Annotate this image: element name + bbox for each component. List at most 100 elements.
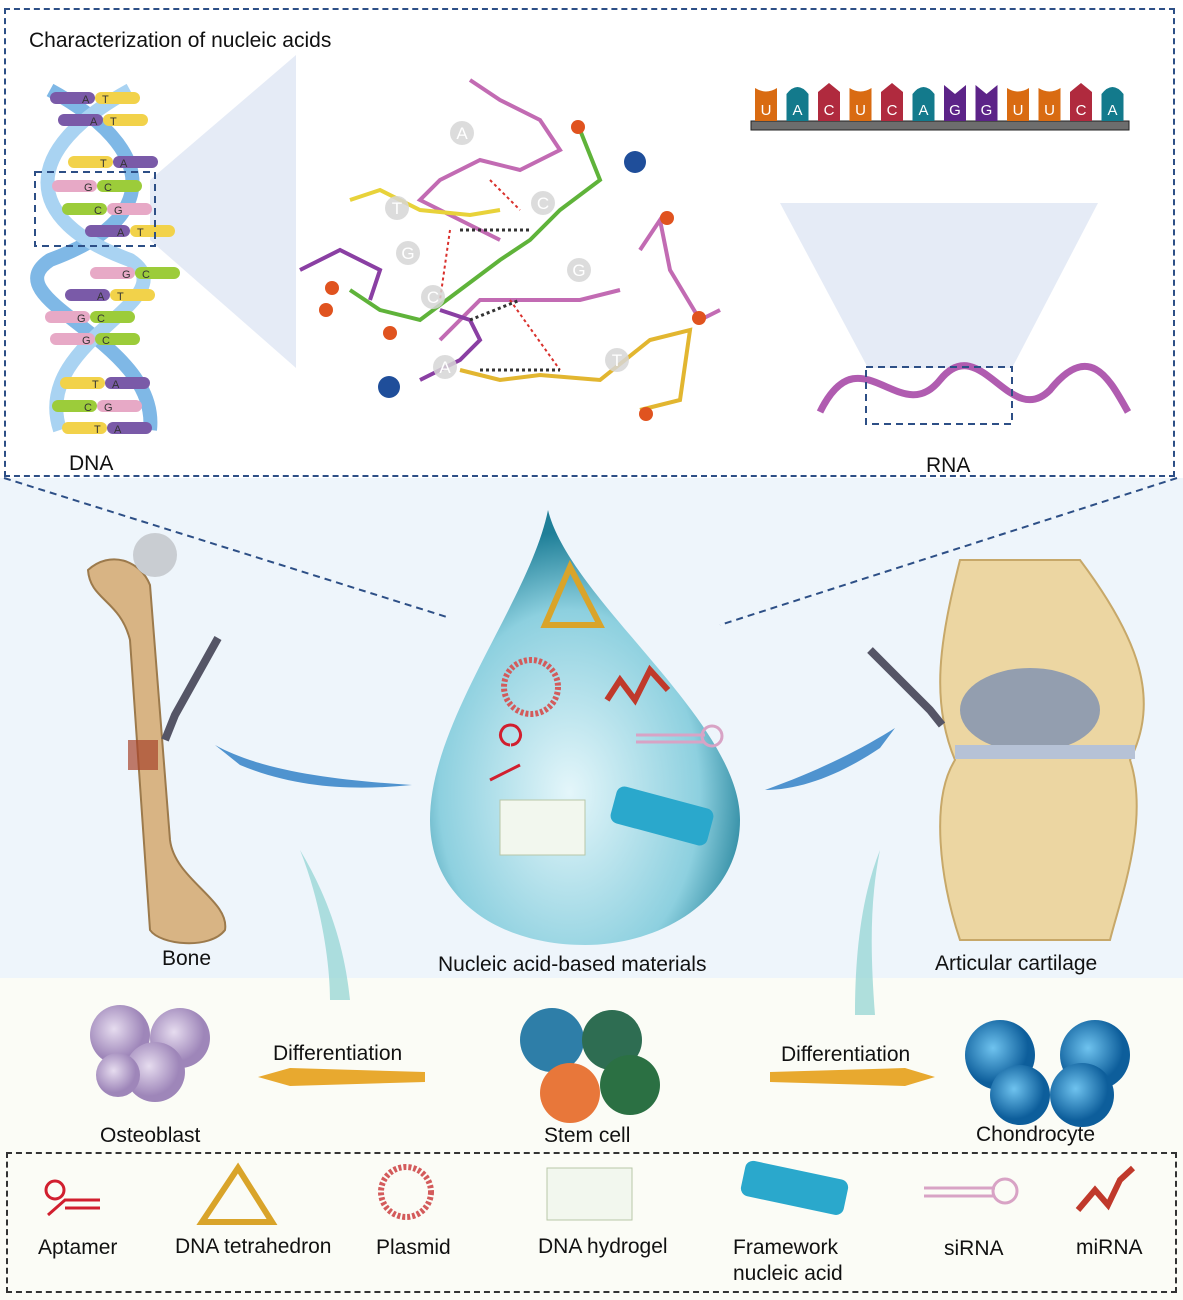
rna-base-letter: U xyxy=(855,102,866,119)
dna-base-letter: T xyxy=(100,158,107,170)
molecule-base-label: A xyxy=(450,121,474,145)
rna-base-letter: C xyxy=(824,102,835,119)
dna-base-letter: C xyxy=(84,402,92,414)
legend-aptamer: Aptamer xyxy=(38,1236,118,1259)
dna-base-letter: T xyxy=(137,227,144,239)
rna-base-letter: G xyxy=(981,102,993,119)
molecule-base-letter: A xyxy=(439,358,451,377)
differentiation-arrow-right xyxy=(770,1068,935,1086)
legend-dna-hydrogel: DNA hydrogel xyxy=(538,1235,668,1258)
rna-nucleotide: U xyxy=(1007,88,1029,121)
rna-nucleotide: C xyxy=(881,83,903,121)
arrow-to-bone xyxy=(215,745,412,788)
rna-nucleotide: G xyxy=(975,85,998,121)
framework-nucleic-acid-icon xyxy=(740,1160,849,1215)
aptamer-icon xyxy=(44,1179,100,1217)
droplet-sirna-icon xyxy=(636,724,724,748)
legend-sirna: siRNA xyxy=(944,1237,1004,1260)
rna-nucleotide: U xyxy=(755,88,777,121)
rna-nucleotide: C xyxy=(1070,83,1092,121)
molecule-base-letter: C xyxy=(537,194,549,213)
chondrocyte-cells xyxy=(965,1020,1130,1127)
stem-cells xyxy=(520,1008,660,1123)
rna-nucleotide: C xyxy=(818,83,840,121)
dna-base-letter: G xyxy=(77,313,86,325)
arrow-to-osteoblast xyxy=(300,850,350,1000)
dna-base-letter: G xyxy=(84,182,93,194)
dna-base-letter: C xyxy=(102,335,110,347)
dna-base-letter: G xyxy=(114,205,123,217)
rna-base-letter: A xyxy=(1107,102,1117,119)
rna-base-letter: C xyxy=(1076,102,1087,119)
molecule-base-letter: G xyxy=(401,244,414,263)
molecule-base-letter: A xyxy=(456,124,468,143)
molecule-base-letter: G xyxy=(572,261,585,280)
dna-base-letter: G xyxy=(82,335,91,347)
bone-defect xyxy=(128,740,158,770)
molecule-base-letter: T xyxy=(612,351,622,370)
articular-cartilage-label: Articular cartilage xyxy=(935,952,1098,975)
molecule-base-label: G xyxy=(396,241,420,265)
legend-panel xyxy=(6,1152,1177,1293)
dna-base-letter: A xyxy=(82,94,90,106)
droplet-mirna-icon xyxy=(604,664,671,706)
dna-selection-box xyxy=(34,171,156,247)
rna-strand xyxy=(816,362,1132,414)
bone-label: Bone xyxy=(162,947,212,970)
rna-nucleotide: G xyxy=(944,85,966,121)
dna-base-letter: C xyxy=(104,182,112,194)
osteoblast-label: Osteoblast xyxy=(100,1124,201,1147)
dna-base-letter: T xyxy=(92,379,99,391)
rna-base-letter: A xyxy=(792,102,802,119)
syringe-right-icon xyxy=(867,647,946,728)
dna-base-letter: A xyxy=(90,116,98,128)
rna-base-letter: U xyxy=(1044,102,1055,119)
arrow-to-cartilage xyxy=(765,728,895,790)
dna-base-letter: G xyxy=(104,402,113,414)
differentiation-arrow-left xyxy=(258,1068,425,1086)
dna-zoom-cone xyxy=(150,55,296,368)
rna-base-letter: U xyxy=(1013,102,1024,119)
differentiation-right-label: Differentiation xyxy=(781,1043,911,1066)
differentiation-left-label: Differentiation xyxy=(273,1042,403,1065)
dna-base-letter: C xyxy=(94,205,102,217)
dna-base-letter: T xyxy=(110,116,117,128)
joint-space xyxy=(955,745,1135,759)
characterization-panel xyxy=(4,8,1175,477)
dna-hydrogel-icon xyxy=(546,1167,633,1221)
nucleic-acid-materials-label: Nucleic acid-based materials xyxy=(438,953,707,976)
zoom-connector-lines xyxy=(3,477,1178,626)
molecule-base-label: C xyxy=(531,191,555,215)
nucleic-acid-molecular-structure xyxy=(299,78,721,421)
mirna-icon xyxy=(1075,1165,1136,1212)
dna-base-letter: A xyxy=(117,227,125,239)
panel-title: Characterization of nucleic acids xyxy=(29,29,332,52)
rna-nucleotide: A xyxy=(786,87,809,121)
legend-plasmid: Plasmid xyxy=(376,1236,451,1259)
dna-base-letter: A xyxy=(120,158,128,170)
femoral-head xyxy=(133,533,177,577)
rna-nucleotide: U xyxy=(849,88,872,121)
dna-base-letter: C xyxy=(97,313,105,325)
cartilage-damage xyxy=(960,668,1100,752)
dna-tetrahedron-icon xyxy=(196,1162,278,1225)
molecule-base-letter: T xyxy=(392,199,402,218)
droplet-framework-icon xyxy=(610,786,714,846)
rna-nucleotide: U xyxy=(1038,88,1061,121)
droplet-aptamer-icon xyxy=(489,723,522,782)
molecule-base-label: G xyxy=(567,258,591,282)
